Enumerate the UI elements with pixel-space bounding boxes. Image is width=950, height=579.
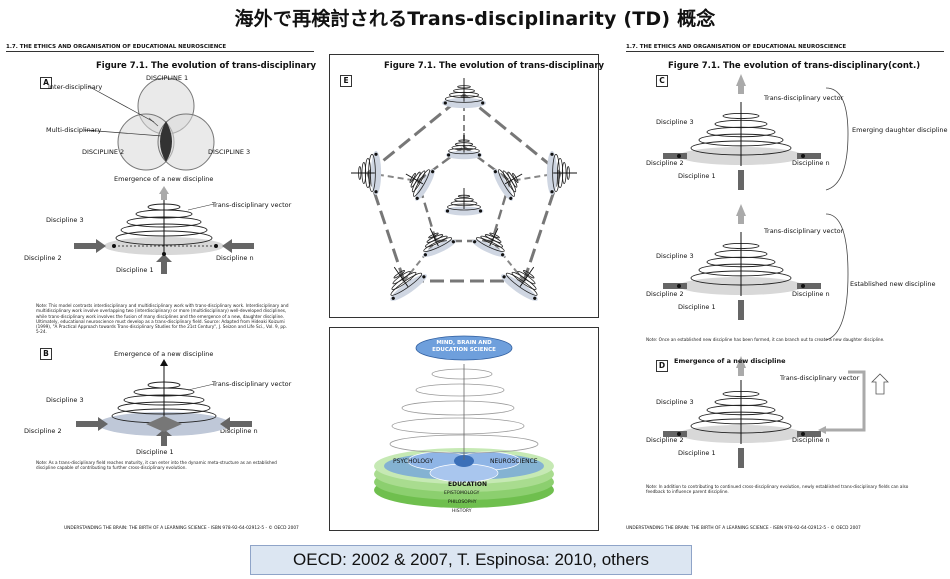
venn-discipline2-label: DISCIPLINE 2 (82, 148, 125, 156)
c-top-discipline3-label: Discipline 3 (656, 118, 694, 126)
a-discipline2-label: Discipline 2 (24, 254, 62, 262)
note-a: Note: This model contrasts interdiscipli… (36, 303, 289, 335)
pentagon-network-diagram (351, 78, 577, 301)
middle-mbe-figure: MIND, BRAIN AND EDUCATION SCIENCE PSYCHO… (329, 327, 599, 531)
philosophy-label: PHILOSOPHY (448, 500, 477, 505)
d-emergence-label: Emergence of a new discipline (674, 357, 786, 365)
c-bot-td-vector-label: Trans-disciplinary vector (764, 227, 844, 235)
a-disciplinen-label: Discipline n (216, 254, 254, 262)
c-top-disciplinen-label: Discipline n (792, 159, 830, 167)
panel-a-label: A (40, 77, 52, 89)
b-discipline2-label: Discipline 2 (24, 427, 62, 435)
spiral-diagram-b (76, 359, 252, 446)
note-d: Note: In addition to contributing to con… (646, 484, 909, 495)
venn-multi-label: Multi-disciplinary (46, 126, 102, 134)
c-bot-discipline2-label: Discipline 2 (646, 290, 684, 298)
b-emergence-label: Emergence of a new discipline (114, 350, 214, 358)
slide-title: 海外で再検討されるTrans-disciplinarity (TD) 概念 (234, 8, 716, 30)
d-disciplinen-label: Discipline n (792, 436, 830, 444)
venn-discipline3-label: DISCIPLINE 3 (208, 148, 251, 156)
epistemology-label: EPISTOMOLOGY (444, 491, 480, 496)
middle-figure-title: Figure 7.1. The evolution of trans-disci… (384, 61, 605, 71)
c-top-discipline1-label: Discipline 1 (678, 172, 716, 180)
a-emergence-label: Emergence of a new discipline (114, 175, 214, 183)
c-bot-disciplinen-label: Discipline n (792, 290, 830, 298)
psychology-label: PSYCHOLOGY (393, 458, 434, 465)
right-page-header: 1.7. THE ETHICS AND ORGANISATION OF EDUC… (626, 44, 944, 52)
right-spiral-diagrams (663, 74, 889, 468)
note-b: Note: As a trans-disciplinary field reac… (36, 460, 277, 471)
b-disciplinen-label: Discipline n (220, 427, 258, 435)
a-discipline1-label: Discipline 1 (116, 266, 154, 274)
venn-inter-label: Inter-disciplinary (48, 83, 103, 91)
left-page-header: 1.7. THE ETHICS AND ORGANISATION OF EDUC… (6, 44, 314, 52)
b-discipline3-label: Discipline 3 (46, 396, 84, 404)
mbe-label: MIND, BRAIN AND EDUCATION SCIENCE (432, 340, 496, 353)
left-figure-title: Figure 7.1. The evolution of trans-disci… (96, 61, 317, 71)
d-discipline2-label: Discipline 2 (646, 436, 684, 444)
b-discipline1-label: Discipline 1 (136, 448, 174, 456)
venn-diagram (83, 77, 215, 171)
venn-discipline1-label: DISCIPLINE 1 (146, 74, 189, 82)
right-figure-page: 1.7. THE ETHICS AND ORGANISATION OF EDUC… (626, 44, 948, 539)
neuroscience-label: NEUROSCIENCE (490, 458, 538, 465)
c-top-discipline2-label: Discipline 2 (646, 159, 684, 167)
note-c: Note: Once an established new discipline… (646, 337, 885, 342)
emerging-daughter-label: Emerging daughter discipline (852, 126, 948, 134)
a-td-vector-label: Trans-disciplinary vector (212, 201, 292, 209)
source-caption: OECD: 2002 & 2007, T. Espinosa: 2010, ot… (250, 545, 692, 575)
c-top-td-vector-label: Trans-disciplinary vector (764, 94, 844, 102)
mbe-spiral-diagram (374, 335, 554, 508)
panel-e-label: E (340, 75, 352, 87)
right-page-footer: UNDERSTANDING THE BRAIN: THE BIRTH OF A … (626, 526, 861, 531)
d-discipline1-label: Discipline 1 (678, 449, 716, 457)
middle-figure-e: Figure 7.1. The evolution of trans-disci… (329, 54, 604, 318)
left-figure-page: 1.7. THE ETHICS AND ORGANISATION OF EDUC… (6, 44, 317, 539)
panel-d-label: D (656, 360, 668, 372)
panel-c-label: C (656, 75, 668, 87)
d-discipline3-label: Discipline 3 (656, 398, 694, 406)
b-td-vector-label: Trans-disciplinary vector (212, 380, 292, 388)
education-label: EDUCATION (448, 481, 487, 488)
right-figure-title: Figure 7.1. The evolution of trans-disci… (668, 61, 921, 71)
history-label: HISTORY (452, 509, 472, 514)
c-bot-discipline3-label: Discipline 3 (656, 252, 694, 260)
left-page-footer: UNDERSTANDING THE BRAIN: THE BIRTH OF A … (64, 526, 299, 531)
spiral-diagram-a (74, 186, 254, 274)
established-label: Established new discipline (850, 280, 936, 288)
d-td-vector-label: Trans-disciplinary vector (780, 374, 860, 382)
panel-b-label: B (40, 348, 52, 360)
c-bot-discipline1-label: Discipline 1 (678, 303, 716, 311)
a-discipline3-label: Discipline 3 (46, 216, 84, 224)
